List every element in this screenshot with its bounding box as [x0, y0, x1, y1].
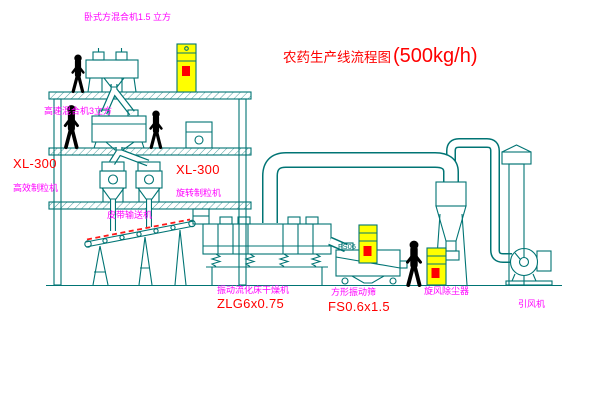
- stack-rain-cap: [501, 144, 532, 153]
- belt-material-marks: [86, 218, 191, 241]
- floor-slab-2: [48, 147, 252, 156]
- control-cabinet-top: [176, 43, 197, 93]
- cabinet-indicator: [182, 66, 190, 76]
- worker-top-floor: [73, 55, 84, 92]
- cyclone-outlet-duct: [446, 138, 512, 263]
- granulators: [99, 161, 163, 202]
- fan-motor: [536, 250, 552, 272]
- label-granulator-left-model: XL-300: [13, 156, 57, 171]
- top-floor-mixer: [85, 48, 139, 93]
- cabinet-indicator: [431, 268, 440, 278]
- control-cabinet-right: [426, 247, 447, 286]
- floor-slab-1: [48, 91, 252, 100]
- label-cyclone-name: 旋风除尘器: [424, 286, 470, 296]
- label-dryer-name: 振动流化床干燥机: [217, 285, 290, 295]
- label-granulator-right-name: 旋转制粒机: [176, 188, 222, 198]
- cabinet-indicator: [363, 246, 372, 256]
- label-fan-name: 引风机: [518, 299, 546, 309]
- label-top-mixer: 卧式方混合机1.5 立方: [84, 12, 172, 22]
- worker-second-floor-right: [151, 111, 162, 148]
- label-screen-name: 方形振动筛: [331, 287, 377, 297]
- title-capacity: (500kg/h): [393, 45, 478, 67]
- label-screen-marking: FS06: [338, 242, 356, 251]
- control-cabinet-mid: [358, 224, 378, 264]
- fluid-bed-dryer: [192, 208, 332, 285]
- induced-draft-fan: [505, 247, 553, 286]
- dryer-discharge-chute: [328, 236, 348, 253]
- right-column: [238, 98, 247, 286]
- label-screen-model: FS0.6x1.5: [328, 299, 390, 314]
- dryer-springs: [210, 253, 322, 267]
- diagram-title: 农药生产线流程图 (500kg/h): [283, 45, 478, 68]
- title-text: 农药生产线流程图: [283, 50, 391, 65]
- worker-ground: [408, 241, 421, 285]
- label-granulator-right-model: XL-300: [176, 162, 220, 177]
- label-belt-conveyor: 皮带输送机: [107, 210, 153, 220]
- main-exhaust-duct: [262, 152, 459, 223]
- belt-conveyor: [84, 218, 196, 286]
- high-speed-mixer: [91, 109, 147, 151]
- label-dryer-model: ZLG6x0.75: [217, 296, 285, 311]
- label-granulator-left-name: 高效制粒机: [13, 183, 59, 193]
- label-high-speed-mixer: 高速混合机3立方: [44, 106, 113, 116]
- feed-chutes: [100, 84, 152, 231]
- second-floor-unit: [185, 121, 213, 149]
